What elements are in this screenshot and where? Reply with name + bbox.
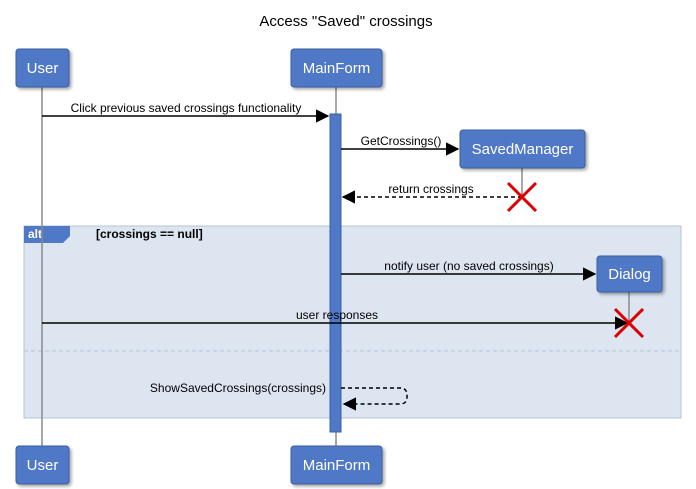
alt-operator-label: alt (28, 227, 42, 241)
message-label-3: return crossings (388, 182, 473, 196)
participant-mainform-top[interactable]: MainForm (290, 48, 383, 88)
participant-user-top[interactable]: User (15, 48, 70, 88)
message-label-6: ShowSavedCrossings(crossings) (150, 381, 326, 395)
message-label-5: user responses (296, 308, 378, 322)
message-label-1: Click previous saved crossings functiona… (71, 101, 302, 115)
participant-mainform-top-label: MainForm (303, 60, 371, 77)
dialog-destroy-mark (613, 307, 645, 339)
participant-dialog[interactable]: Dialog (596, 255, 663, 293)
alt-fragment (23, 225, 682, 419)
message-label-4: notify user (no saved crossings) (384, 259, 553, 273)
participant-mainform-bottom[interactable]: MainForm (290, 445, 383, 485)
savedmanager-destroy-mark (506, 181, 538, 213)
mainform-activation-bar (329, 113, 342, 433)
message-arrow-6 (341, 387, 408, 411)
participant-user-top-label: User (27, 60, 59, 77)
alt-operator-tab (24, 226, 70, 243)
participant-dialog-label: Dialog (608, 266, 651, 283)
participant-mainform-bottom-label: MainForm (303, 457, 371, 474)
participant-user-bottom[interactable]: User (15, 445, 70, 485)
participant-savedmanager-label: SavedManager (472, 141, 574, 158)
participant-savedmanager[interactable]: SavedManager (459, 129, 586, 169)
alt-guard: [crossings == null] (96, 227, 203, 241)
message-label-2: GetCrossings() (361, 134, 442, 148)
diagram-title: Access "Saved" crossings (259, 13, 432, 30)
participant-user-bottom-label: User (27, 457, 59, 474)
